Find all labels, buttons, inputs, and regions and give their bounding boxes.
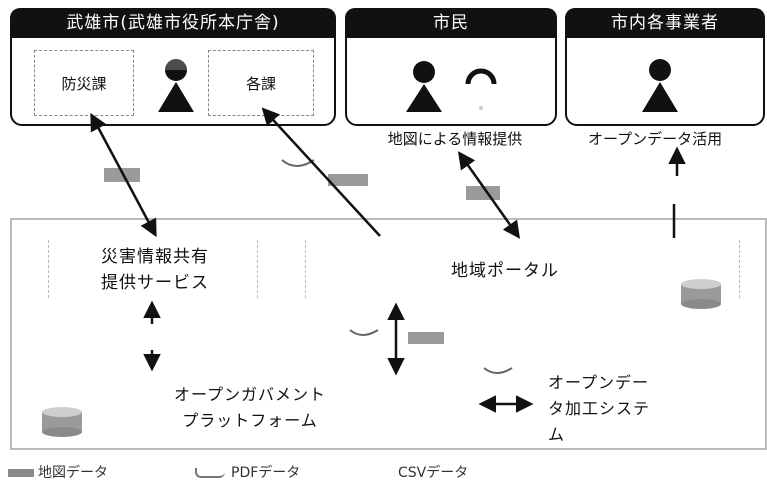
citizen-person-outline-icon xyxy=(465,68,497,110)
citizens-caption: 地図による情報提供 xyxy=(387,130,523,148)
businesses-title: 市内各事業者 xyxy=(565,8,765,38)
pdf-data-icon-2 xyxy=(349,329,379,336)
portal-database-icon xyxy=(681,279,721,309)
disaster-service-box xyxy=(48,240,258,298)
legend-pdf-data-label: PDFデータ xyxy=(231,465,301,481)
city-hall-group: 武雄市(武雄市役所本庁舎) 防災課 各課 xyxy=(10,8,336,126)
other-departments: 各課 xyxy=(208,50,314,116)
citizens-group: 市民 xyxy=(345,8,557,126)
business-person-icon xyxy=(642,59,678,112)
citizens-title: 市民 xyxy=(345,8,557,38)
legend-csv-data: CSVデータ xyxy=(398,462,469,481)
legend-map-data-label: 地図データ xyxy=(38,465,108,481)
legend-map-data: 地図データ xyxy=(8,462,108,481)
map-data-icon-2 xyxy=(328,174,368,186)
legend-pdf-data: PDFデータ xyxy=(195,462,301,481)
regional-portal-box xyxy=(305,240,740,298)
map-data-icons xyxy=(104,168,500,344)
disaster-prevention-dept: 防災課 xyxy=(34,50,134,116)
regional-portal-label: 地域ポータル xyxy=(451,261,559,281)
city-hall-title: 武雄市(武雄市役所本庁舎) xyxy=(10,8,336,38)
staff-person-icon xyxy=(158,59,194,112)
city-disaster-service-arrow xyxy=(90,112,157,238)
pdf-data-icon-3 xyxy=(483,367,513,374)
pdf-data-icon xyxy=(195,468,225,478)
disaster-info-service-label: 災害情報共有 提供サービス xyxy=(101,247,209,293)
open-government-platform-label: オープンガバメント プラットフォーム xyxy=(173,385,327,430)
map-data-icon-4 xyxy=(408,332,444,344)
platform-database-icon xyxy=(42,407,82,437)
legend-csv-data-label: CSVデータ xyxy=(398,465,469,481)
citizen-person-icon xyxy=(406,61,442,112)
citizens-portal-arrow xyxy=(457,151,521,239)
open-data-processing-system-label: オープンデー タ加工システ ム xyxy=(548,373,651,444)
city-portal-arrow xyxy=(261,107,381,237)
map-data-icon xyxy=(8,469,34,477)
businesses-caption: オープンデータ活用 xyxy=(588,130,723,148)
